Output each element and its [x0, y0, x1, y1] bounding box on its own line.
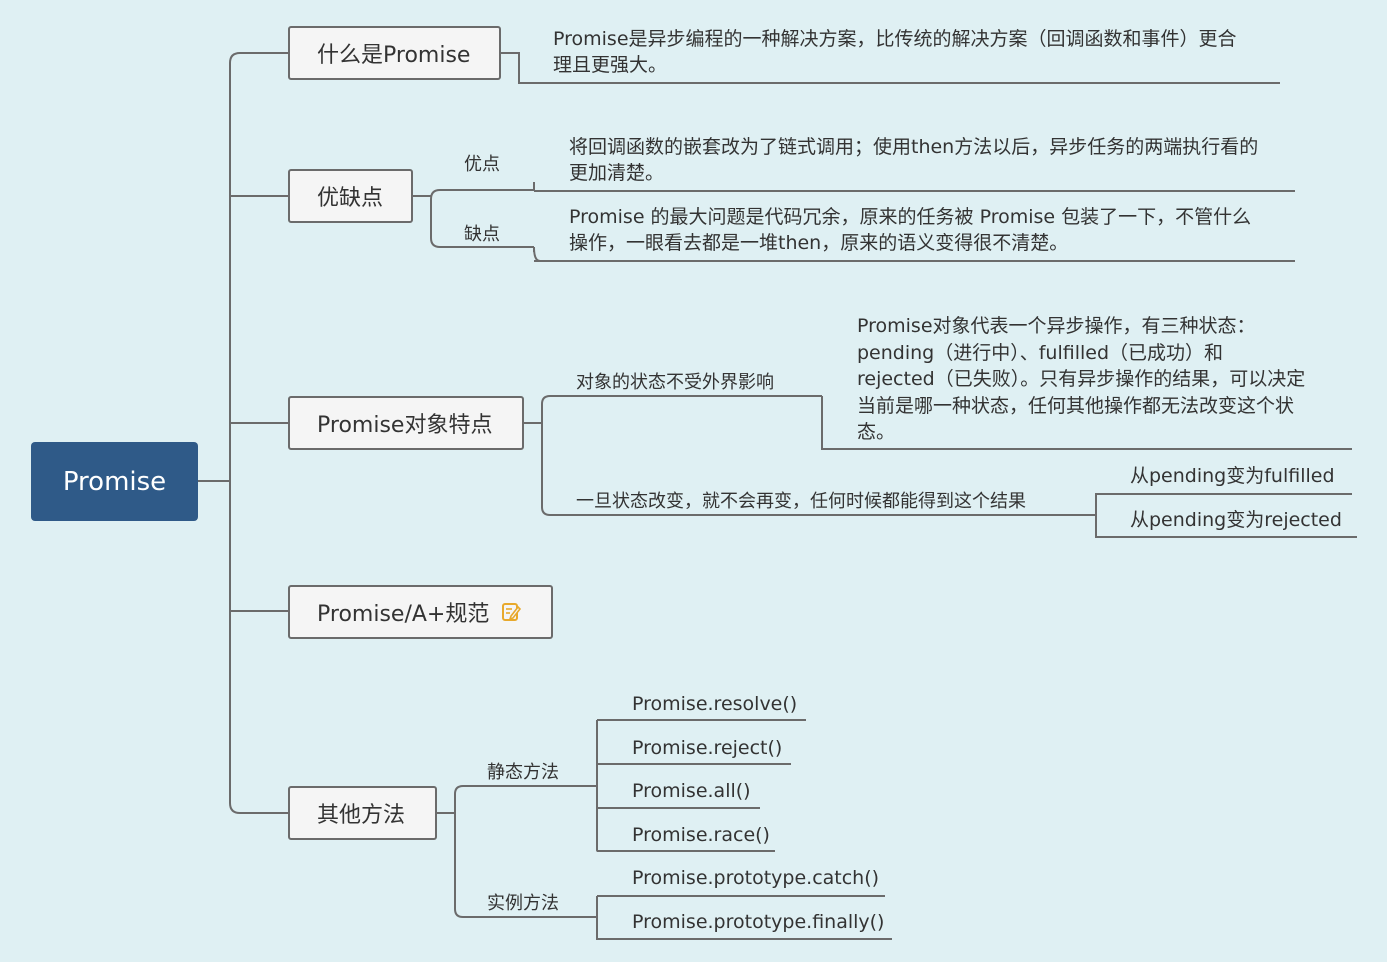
feature1-line1: Promise对象代表一个异步操作，有三种状态： [857, 315, 1256, 337]
feature2-child-fulfilled[interactable]: 从pending变为fulfilled [1130, 465, 1335, 487]
static-method-item[interactable]: Promise.resolve() [632, 693, 798, 715]
cons-line2: 操作，一眼看去都是一堆then，原来的语义变得很不清楚。 [569, 232, 1069, 254]
feature1-line5: 态。 [857, 421, 896, 443]
branch-promise-features[interactable]: Promise对象特点 [288, 396, 524, 450]
static-method-item[interactable]: Promise.race() [632, 824, 770, 846]
what-desc-line2: 理且更强大。 [553, 54, 668, 76]
branch-pros-cons[interactable]: 优缺点 [288, 169, 413, 223]
static-method-item[interactable]: Promise.all() [632, 780, 751, 802]
what-desc-line1: Promise是异步编程的一种解决方案，比传统的解决方案（回调函数和事件）更合 [553, 28, 1237, 50]
static-methods-label[interactable]: 静态方法 [487, 762, 559, 783]
note-icon[interactable] [501, 601, 522, 623]
feature2-label[interactable]: 一旦状态改变，就不会再变，任何时候都能得到这个结果 [576, 491, 1026, 512]
cons-label[interactable]: 缺点 [464, 224, 500, 245]
root-node[interactable]: Promise [31, 442, 198, 521]
static-method-item[interactable]: Promise.reject() [632, 737, 783, 759]
pros-line2: 更加清楚。 [569, 162, 665, 184]
spec-label: Promise/A+规范 [317, 602, 490, 627]
instance-method-item[interactable]: Promise.prototype.finally() [632, 911, 885, 933]
cons-line1: Promise 的最大问题是代码冗余，原来的任务被 Promise 包装了一下，… [569, 206, 1252, 228]
feature1-line4: 当前是哪一种状态，任何其他操作都无法改变这个状 [857, 395, 1295, 417]
branch-promise-a-plus[interactable]: Promise/A+规范 [288, 585, 553, 639]
feature1-label[interactable]: 对象的状态不受外界影响 [576, 372, 774, 393]
feature2-child-rejected[interactable]: 从pending变为rejected [1130, 509, 1342, 531]
instance-method-item[interactable]: Promise.prototype.catch() [632, 867, 880, 889]
pros-label[interactable]: 优点 [464, 154, 500, 175]
instance-methods-label[interactable]: 实例方法 [487, 893, 559, 914]
branch-what-is-promise[interactable]: 什么是Promise [288, 26, 501, 80]
pros-line1: 将回调函数的嵌套改为了链式调用；使用then方法以后，异步任务的两端执行看的 [569, 136, 1259, 158]
branch-other-methods[interactable]: 其他方法 [288, 786, 437, 840]
feature1-line3: rejected（已失败）。只有异步操作的结果，可以决定 [857, 368, 1306, 390]
feature1-line2: pending（进行中）、fulfilled（已成功）和 [857, 342, 1224, 364]
